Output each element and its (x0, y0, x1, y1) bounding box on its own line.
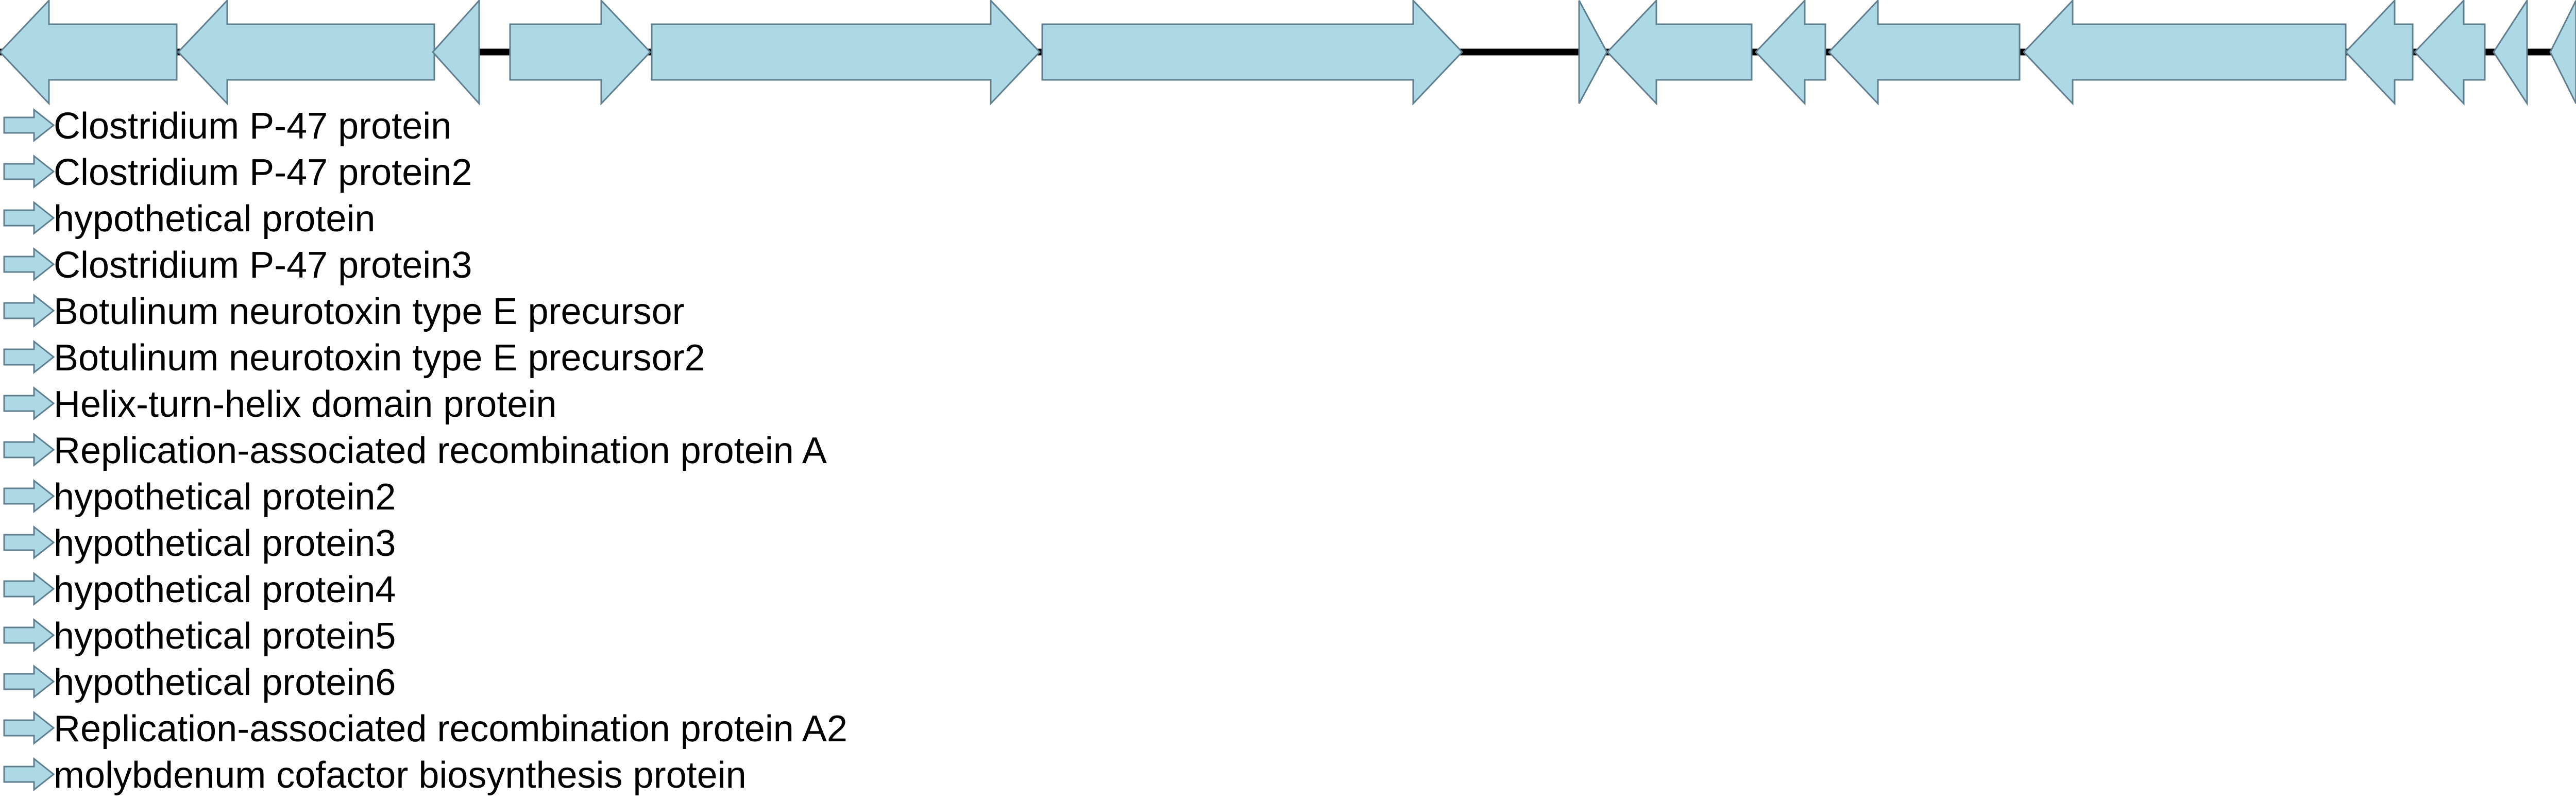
gene-arrow-12 (2344, 0, 2414, 106)
right-arrow-icon (3, 247, 55, 282)
right-arrow-icon (3, 386, 55, 421)
right-arrow-icon (3, 154, 55, 189)
right-arrow-icon (3, 432, 55, 467)
gene-arrow-14 (2493, 0, 2528, 107)
right-arrow-icon (3, 664, 55, 699)
gene-arrow-6 (1041, 0, 1464, 106)
legend-label: hypothetical protein4 (54, 569, 396, 610)
legend-item: Replication-associated recombination pro… (3, 708, 848, 750)
legend-item: Botulinum neurotoxin type E precursor2 (3, 337, 705, 379)
gene-arrow-1 (0, 0, 178, 106)
legend-item: hypothetical protein6 (3, 662, 396, 703)
legend-item: Replication-associated recombination pro… (3, 430, 827, 471)
legend-label: molybdenum cofactor biosynthesis protein (54, 755, 747, 796)
legend-label: hypothetical protein6 (54, 662, 396, 703)
legend-label: Clostridium P-47 protein (54, 106, 451, 147)
gene-arrow-11 (2022, 0, 2347, 106)
legend-label: Replication-associated recombination pro… (54, 708, 848, 750)
legend-item: molybdenum cofactor biosynthesis protein (3, 755, 747, 796)
right-arrow-icon (3, 108, 55, 143)
right-arrow-icon (3, 339, 55, 375)
gene-arrow-5 (651, 0, 1041, 106)
legend-item: hypothetical protein2 (3, 477, 396, 518)
gene-arrow-3 (431, 0, 480, 106)
legend-item: Helix-turn-helix domain protein (3, 384, 556, 425)
right-arrow-icon (3, 293, 55, 328)
right-arrow-icon (3, 618, 55, 653)
gene-arrow-15 (2549, 0, 2576, 104)
gene-arrow-13 (2413, 0, 2486, 106)
gene-arrows (0, 0, 2576, 107)
legend-label: Clostridium P-47 protein2 (54, 152, 472, 193)
legend-item: hypothetical protein5 (3, 616, 396, 657)
gene-arrow-9 (1754, 0, 1826, 106)
legend-label: hypothetical protein (54, 198, 375, 240)
right-arrow-icon (3, 525, 55, 560)
legend-item: hypothetical protein (3, 198, 375, 240)
right-arrow-icon (3, 200, 55, 235)
legend-item: hypothetical protein4 (3, 569, 396, 610)
legend-label: Clostridium P-47 protein3 (54, 245, 472, 286)
gene-arrow-2 (177, 0, 435, 106)
legend-label: Replication-associated recombination pro… (54, 430, 827, 471)
legend-label: hypothetical protein2 (54, 477, 396, 518)
legend-label: Botulinum neurotoxin type E precursor (54, 291, 685, 332)
right-arrow-icon (3, 571, 55, 606)
right-arrow-icon (3, 757, 55, 792)
gene-arrow-10 (1827, 0, 2021, 106)
legend-label: hypothetical protein3 (54, 523, 396, 564)
legend-label: hypothetical protein5 (54, 616, 396, 657)
gene-arrow-4 (509, 0, 652, 106)
gene-arrow-7 (1578, 0, 1608, 104)
legend-item: hypothetical protein3 (3, 523, 396, 564)
right-arrow-icon (3, 479, 55, 514)
gene-arrow-8 (1606, 0, 1753, 106)
legend-item: Clostridium P-47 protein (3, 106, 451, 147)
legend-item: Clostridium P-47 protein2 (3, 152, 472, 193)
legend-item: Clostridium P-47 protein3 (3, 245, 472, 286)
legend-item: Botulinum neurotoxin type E precursor (3, 291, 685, 332)
legend-label: Helix-turn-helix domain protein (54, 384, 556, 425)
right-arrow-icon (3, 710, 55, 745)
legend-label: Botulinum neurotoxin type E precursor2 (54, 337, 705, 379)
